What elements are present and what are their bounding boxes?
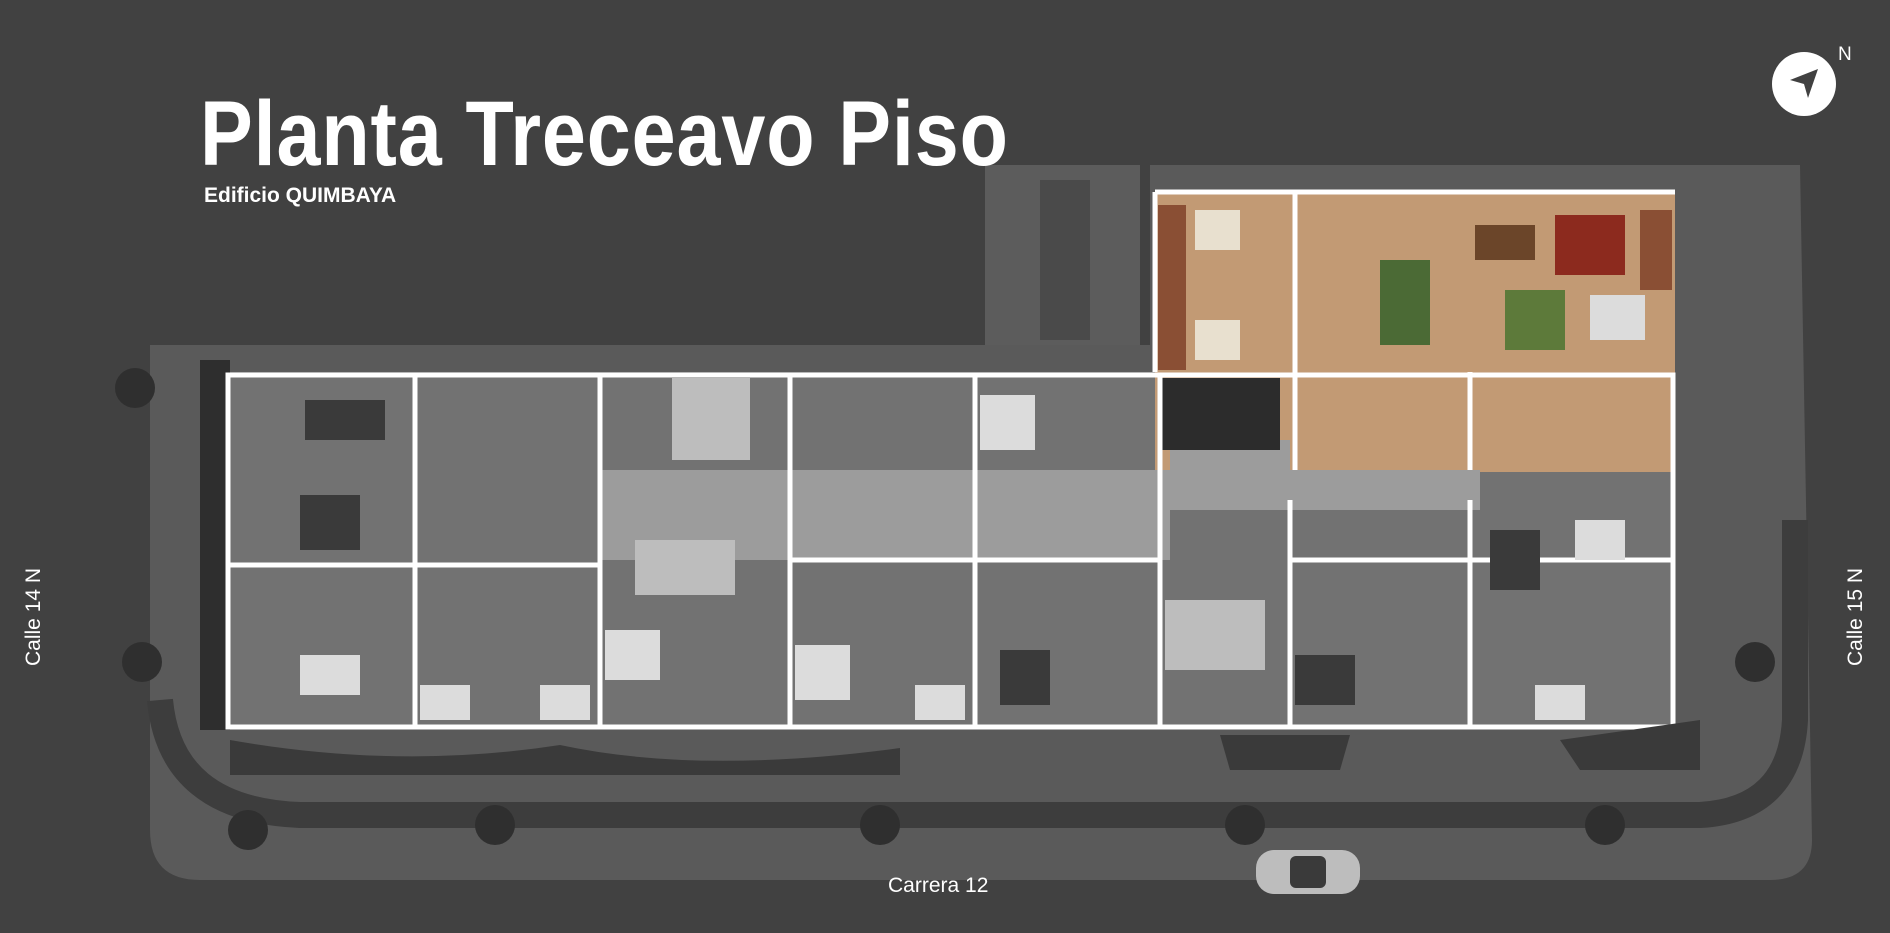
garden-1 [1380, 260, 1430, 345]
left-wing [200, 360, 230, 730]
stair-core-2 [635, 540, 735, 595]
terrace-deck [1040, 180, 1090, 340]
street-label-left: Calle 14 N [22, 567, 45, 666]
stair-core-1 [672, 378, 750, 460]
north-arrow-icon [1772, 52, 1836, 116]
dark-furniture [300, 225, 1540, 705]
interior-walls [225, 189, 1676, 730]
page-title: Planta Treceavo Piso [200, 83, 1009, 185]
corridor [600, 440, 1480, 560]
landscaping [230, 720, 1700, 775]
garden-2 [1505, 290, 1565, 350]
street-label-right: Calle 15 N [1844, 567, 1867, 666]
red-rug [1555, 215, 1625, 275]
street-label-bottom: Carrera 12 [888, 874, 989, 897]
car-icon [1256, 850, 1360, 894]
stair-core-3 [1165, 600, 1265, 670]
road-curve [147, 520, 1808, 828]
furniture [300, 210, 1645, 720]
page-subtitle: Edificio QUIMBAYA [204, 184, 397, 207]
compass-letter: N [1838, 44, 1852, 65]
highlighted-deck-right [1640, 210, 1672, 290]
trees [115, 368, 1775, 850]
highlighted-deck-left [1158, 205, 1186, 370]
title-block: Planta Treceavo Piso Edificio QUIMBAYA [200, 88, 1140, 208]
elevator-core [1160, 378, 1280, 450]
